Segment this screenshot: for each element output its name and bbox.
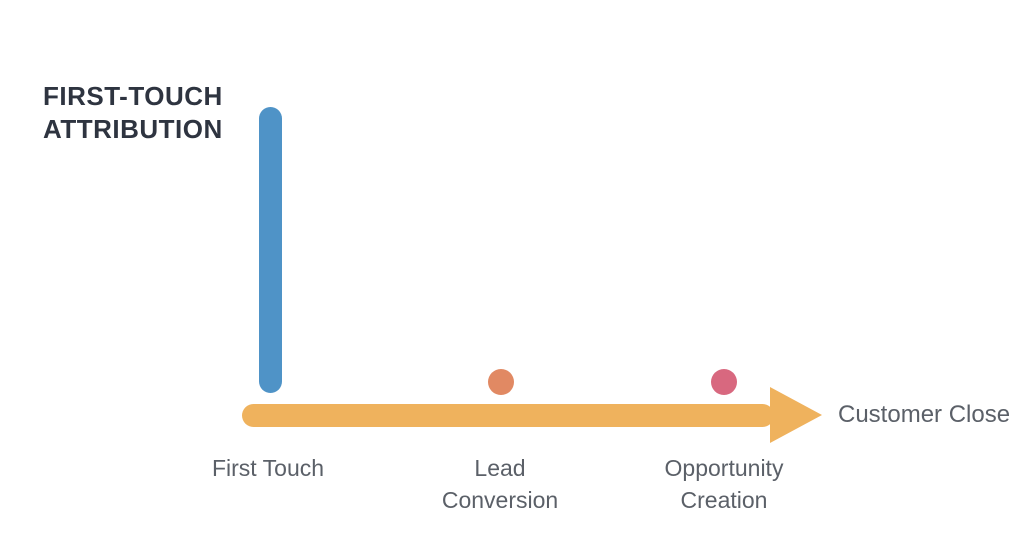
first-touch-attribution-bar [259, 107, 282, 393]
stage-label-line: Opportunity [664, 455, 784, 481]
stage-label-line: Conversion [441, 487, 559, 513]
stage-label-lead-conversion: Lead Conversion [400, 452, 600, 516]
lead-conversion-dot [488, 369, 514, 395]
timeline-arrow-shaft [242, 404, 774, 427]
stage-label-first-touch: First Touch [168, 452, 368, 484]
opportunity-creation-dot [711, 369, 737, 395]
customer-close-label: Customer Close [838, 401, 1011, 428]
timeline-arrow-head-icon [770, 387, 822, 443]
stage-label-opportunity-creation: Opportunity Creation [624, 452, 824, 516]
diagram-title: FIRST-TOUCH ATTRIBUTION [43, 80, 223, 146]
stage-label-line: First Touch [211, 455, 325, 481]
diagram-title-line2: ATTRIBUTION [43, 114, 223, 144]
stage-label-line: Lead [474, 455, 526, 481]
stage-label-line: Creation [680, 487, 768, 513]
diagram-title-line1: FIRST-TOUCH [43, 81, 223, 111]
